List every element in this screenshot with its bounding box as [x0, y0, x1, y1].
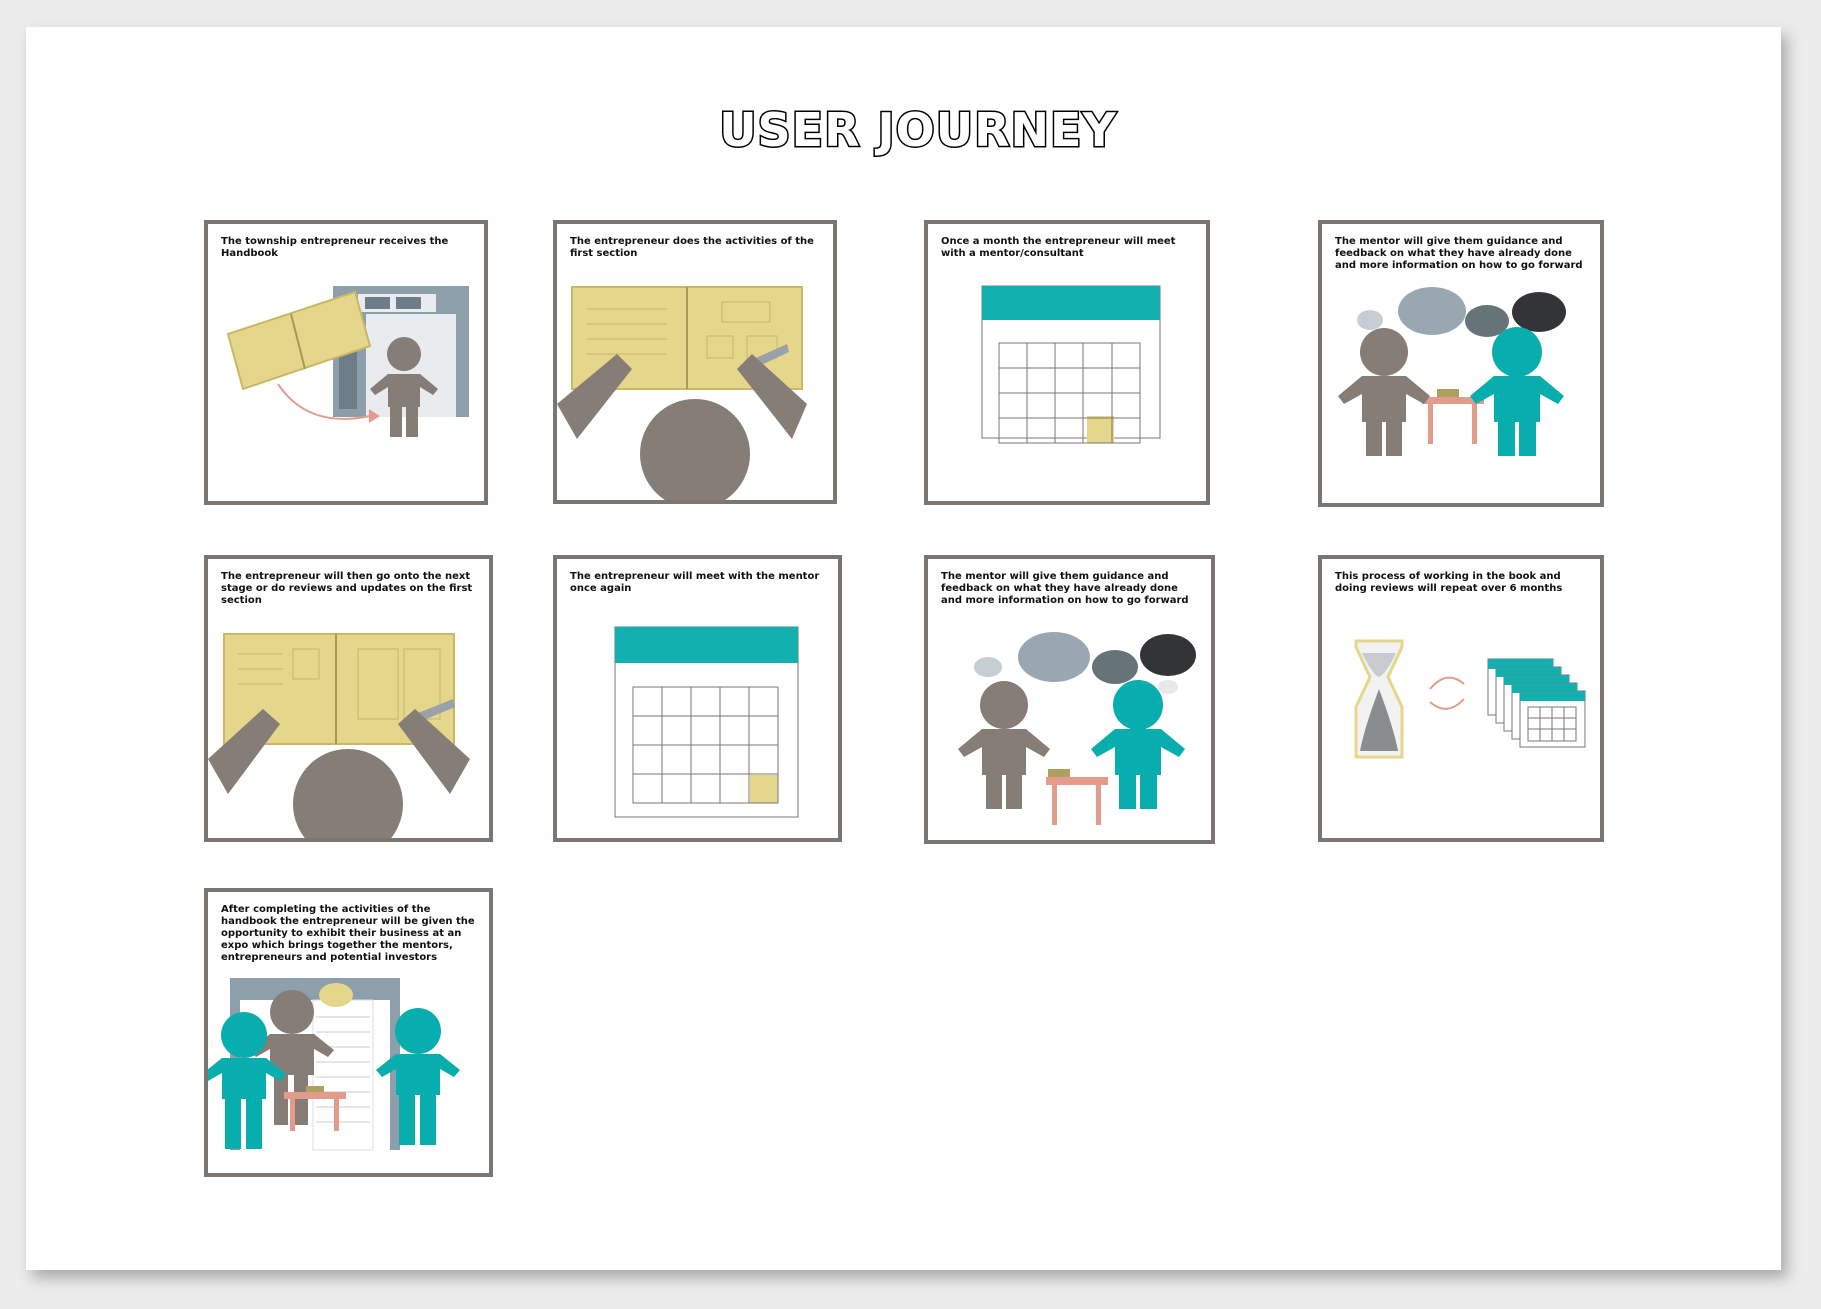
- speech-bubble-icon: [319, 983, 353, 1007]
- step-panel-9: After completing the activities of the h…: [204, 888, 493, 1177]
- repeat-arrows-icon: [1429, 676, 1465, 710]
- meeting-again-calendar-illustration: [614, 626, 799, 818]
- handbook-icon: [226, 290, 372, 391]
- step-panel-8: This process of working in the book and …: [1318, 555, 1604, 842]
- step-caption: The township entrepreneur receives the H…: [221, 236, 449, 259]
- investor-person-icon: [376, 1008, 460, 1145]
- hourglass-icon: [1354, 639, 1404, 759]
- page-title: USER JOURNEY: [718, 102, 1118, 159]
- mentor-person-icon: [208, 1012, 286, 1149]
- step-caption: This process of working in the book and …: [1335, 571, 1563, 594]
- entrepreneur-person-icon: [370, 337, 438, 437]
- calendar-stack-icon: [1487, 658, 1586, 748]
- entrepreneur-person-icon: [250, 990, 334, 1125]
- step-caption: The mentor will give them guidance and f…: [941, 571, 1189, 606]
- step-panel-7: The mentor will give them guidance and f…: [924, 555, 1215, 844]
- repeat-process-illustration: [1354, 639, 1586, 759]
- mentor-feedback-illustration: [1338, 287, 1566, 456]
- calendar-icon: [981, 285, 1161, 444]
- mentor-person-icon: [1091, 680, 1185, 809]
- entrepreneur-from-behind-icon: [557, 354, 807, 500]
- step-panel-6: The entrepreneur will meet with the ment…: [553, 555, 842, 842]
- step-panel-3: Once a month the entrepreneur will meet …: [924, 220, 1210, 505]
- mentor-feedback-illustration: [958, 632, 1196, 825]
- monthly-meeting-calendar-illustration: [981, 285, 1161, 444]
- receive-handbook-illustration: [226, 286, 469, 437]
- step-caption: The entrepreneur will meet with the ment…: [570, 571, 820, 594]
- step-caption: The mentor will give them guidance and f…: [1335, 236, 1583, 271]
- step-panel-2: The entrepreneur does the activities of …: [553, 220, 837, 504]
- calendar-icon: [614, 626, 799, 818]
- entrepreneur-person-icon: [1338, 328, 1430, 456]
- working-in-book-illustration: [557, 286, 807, 500]
- speech-bubble-icon: [1357, 287, 1566, 337]
- mentor-person-icon: [1470, 327, 1564, 456]
- step-panel-5: The entrepreneur will then go onto the n…: [204, 555, 493, 842]
- next-stage-book-illustration: [208, 633, 470, 838]
- step-panel-1: The township entrepreneur receives the H…: [204, 220, 488, 505]
- step-caption: The entrepreneur will then go onto the n…: [221, 571, 473, 606]
- step-caption: After completing the activities of the h…: [221, 904, 475, 963]
- entrepreneur-person-icon: [958, 681, 1050, 809]
- expo-illustration: [208, 978, 460, 1151]
- step-caption: Once a month the entrepreneur will meet …: [941, 236, 1176, 259]
- step-caption: The entrepreneur does the activities of …: [570, 236, 814, 259]
- entrepreneur-from-behind-icon: [208, 709, 470, 838]
- step-panel-4: The mentor will give them guidance and f…: [1318, 220, 1604, 507]
